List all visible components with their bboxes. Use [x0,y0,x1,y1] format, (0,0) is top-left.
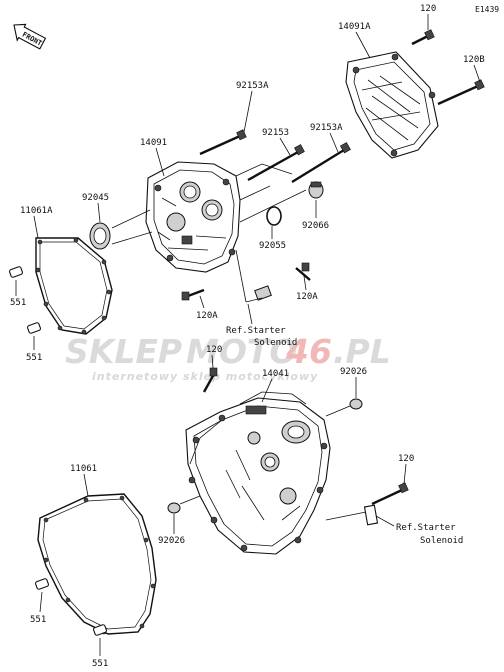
label-92055: 92055 [259,241,286,251]
label-120A-1: 120A [196,311,218,321]
gasket-11061 [37,493,157,635]
ref1-line1: Ref.Starter [226,326,286,336]
label-551-2: 551 [26,353,42,363]
label-92026-1: 92026 [340,367,367,377]
watermark-part3: 46 [285,332,332,371]
plug-92026-1 [349,398,363,410]
plug-92066 [308,181,324,199]
watermark-part4: .PL [333,332,391,371]
label-92153: 92153 [262,128,289,138]
bolt-120-right [371,482,409,506]
label-551-3: 551 [30,615,46,625]
cover-14041 [185,391,331,555]
label-14091: 14091 [140,138,167,148]
cover-14091A [345,51,439,159]
starter-solenoid-bracket-2 [363,504,379,526]
cover-14091 [145,161,293,273]
bolt-92153 [247,144,305,182]
label-92045: 92045 [82,193,109,203]
front-arrow-icon: FRONT [13,23,47,50]
bolt-120A-2 [295,262,311,281]
starter-solenoid-bracket-1 [254,285,272,301]
diagram-code: E1439 [475,5,499,14]
bolt-120B [437,79,485,106]
ref2-line1: Ref.Starter [396,523,456,533]
label-120-mid: 120 [206,345,222,355]
ref2-line2: Solenoid [420,536,463,546]
o-ring-92055 [266,206,282,226]
dowel-pin-551-2 [27,322,41,334]
watermark-subtitle: internetowy sklep motocyklowy [92,370,318,383]
gasket-11061A [35,237,113,335]
label-120A-2: 120A [296,292,318,302]
label-92026-2: 92026 [158,536,185,546]
label-92153A-2: 92153A [310,123,343,133]
label-11061: 11061 [70,464,97,474]
bolt-120-top [411,29,435,46]
dowel-pin-551-1 [9,266,23,278]
watermark: SKLEP MOTO 46 .PL internetowy sklep moto… [65,332,391,383]
bolt-92153A-1 [199,129,247,156]
bolt-92153A-2 [291,142,351,184]
label-120-top: 120 [420,4,436,14]
label-120-right: 120 [398,454,414,464]
label-14041: 14041 [262,369,289,379]
watermark-part1: SKLEP [65,332,182,371]
label-120B: 120B [463,55,485,65]
dowel-pin-551-3 [35,578,49,590]
label-92066: 92066 [302,221,329,231]
ref1-line2: Solenoid [254,338,297,348]
label-14091A: 14091A [338,22,371,32]
label-92153A-1: 92153A [236,81,269,91]
label-551-1: 551 [10,298,26,308]
label-11061A: 11061A [20,206,53,216]
watermark-part2: MOTO [186,332,297,371]
dowel-pin-551-4 [93,624,107,636]
label-551-4: 551 [92,659,108,669]
oil-seal-92045 [89,222,111,250]
bolt-120A-1 [181,288,205,301]
plug-92026-2 [167,502,181,514]
bolt-120-mid [202,367,218,393]
